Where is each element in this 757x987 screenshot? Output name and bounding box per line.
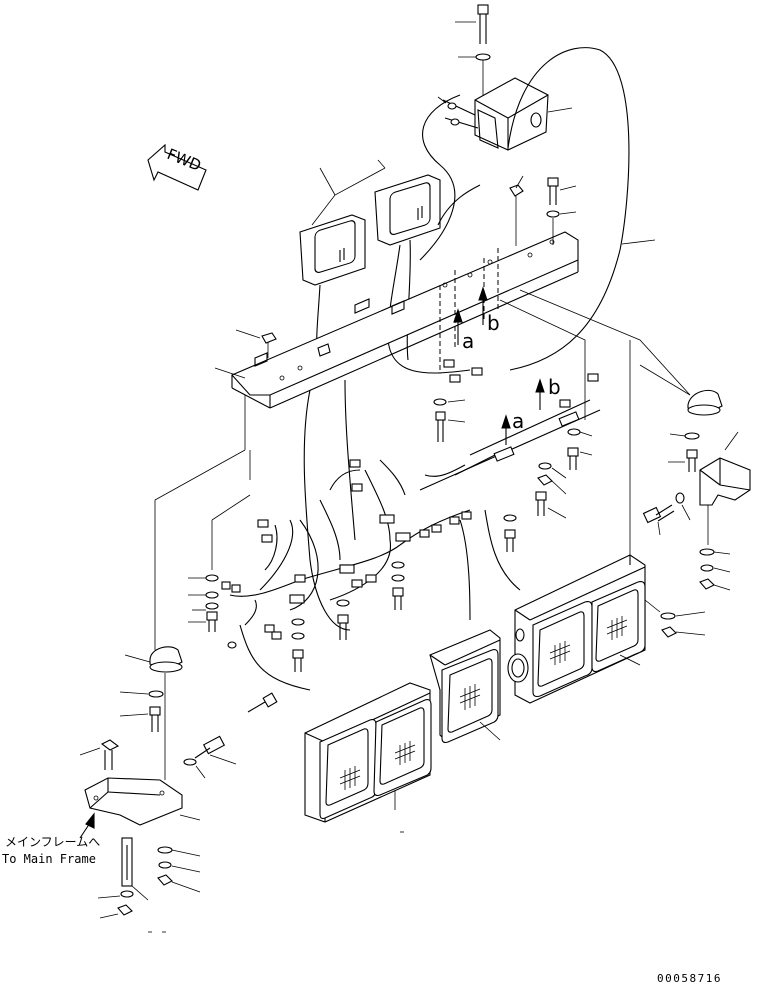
middle-plate-harness	[419, 399, 601, 491]
arrow-label-b-lower: b	[548, 375, 561, 399]
plate-bolts	[433, 398, 466, 442]
rear-lamp-double-right	[507, 554, 646, 704]
fwd-arrow-icon: FWD	[147, 143, 207, 191]
note-jp: メインフレームへ	[5, 835, 100, 849]
top-bolt	[455, 4, 491, 100]
upper-nut-left	[235, 329, 277, 358]
horn-box	[437, 77, 573, 151]
right-bracket	[642, 431, 751, 591]
arrow-label-b-upper: b	[487, 311, 500, 335]
to-main-frame-note: メインフレームへ To Main Frame	[2, 812, 100, 866]
arrow-label-a-upper: a	[462, 329, 474, 353]
arrow-label-a-lower: a	[512, 409, 524, 433]
rear-lamp-double-left	[304, 682, 432, 833]
work-lamp-left	[299, 214, 366, 286]
drawing-number: 00058716	[657, 972, 722, 985]
plate-clips	[254, 298, 405, 367]
work-lamp-right	[374, 174, 441, 246]
lower-wiring-harness	[221, 379, 521, 691]
lower-fasteners	[188, 514, 517, 713]
fwd-label: FWD	[165, 145, 204, 175]
left-beacon	[119, 646, 183, 780]
mid-right-fasteners	[535, 428, 593, 519]
upper-harness-connectors	[443, 359, 599, 408]
left-bracket	[79, 735, 237, 933]
plate-right-fasteners	[509, 175, 577, 246]
right-beacon	[639, 364, 723, 472]
right-lamp-fasteners	[644, 599, 706, 638]
connection-markers: a b a b	[439, 248, 561, 445]
upper-mounting-plate	[231, 231, 579, 409]
rear-lamp-single	[429, 629, 501, 744]
note-en: To Main Frame	[2, 852, 96, 866]
